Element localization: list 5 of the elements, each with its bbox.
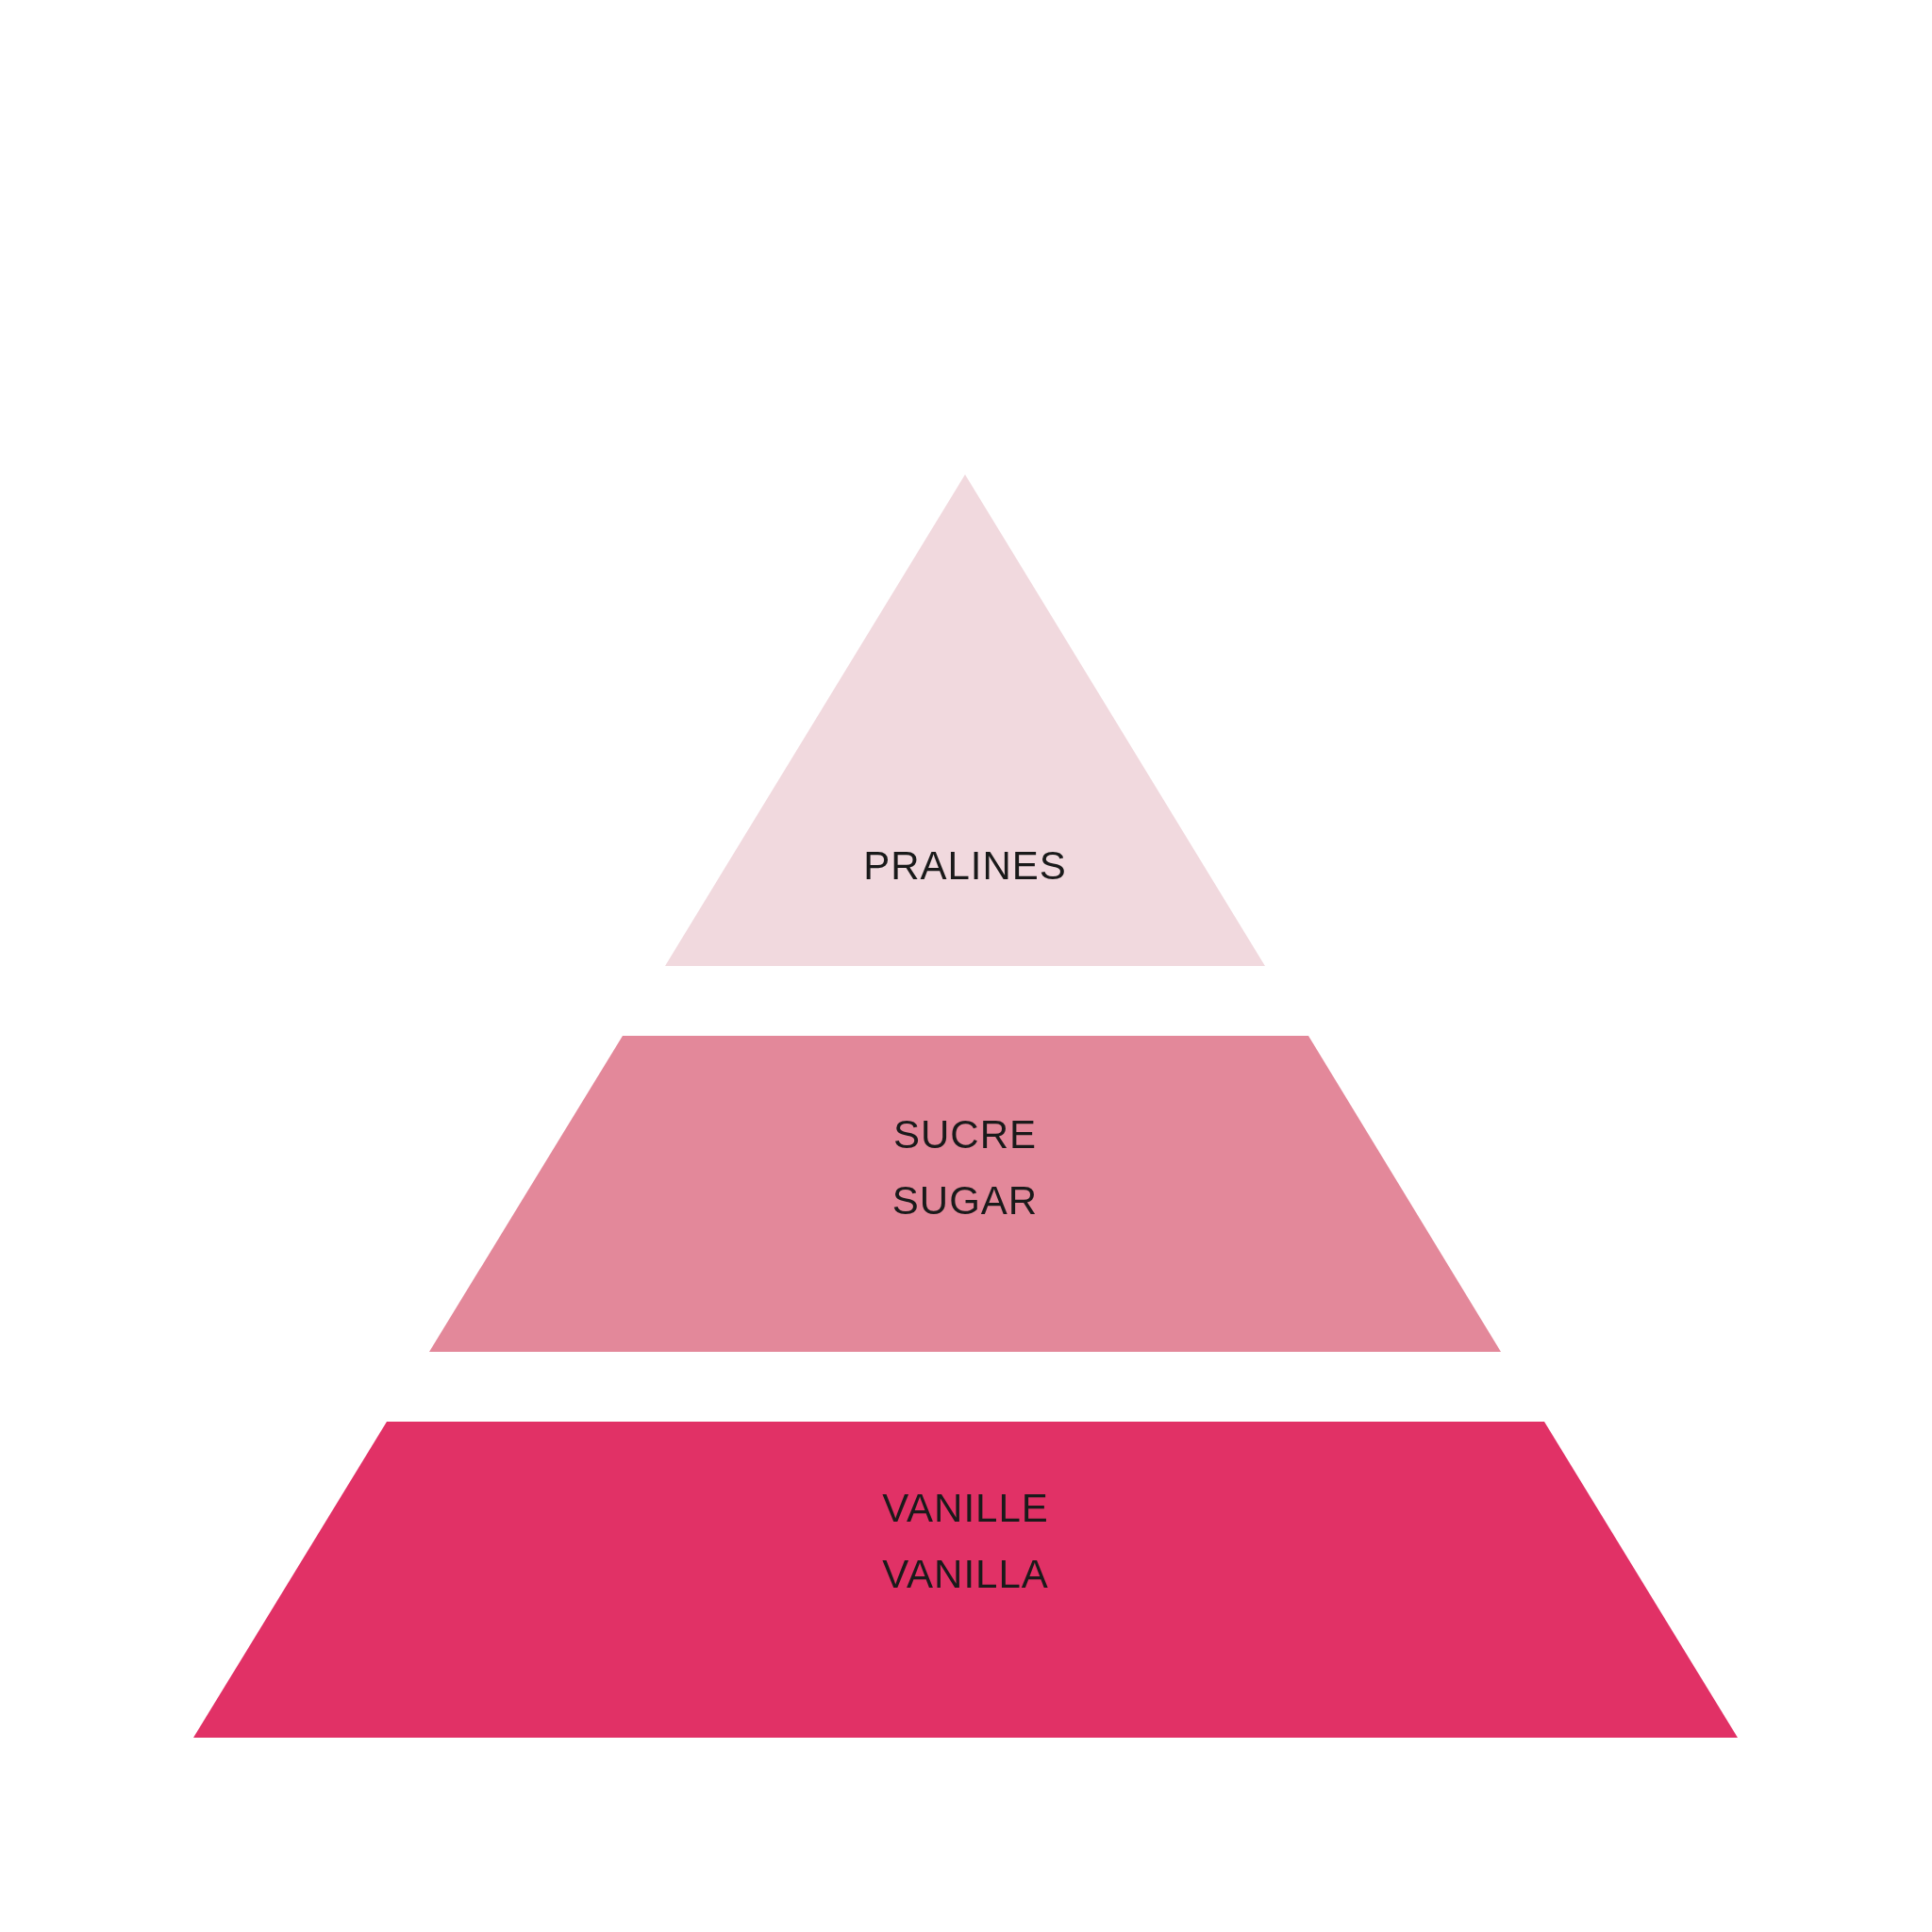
- layer-label: PRALINES: [863, 842, 1067, 890]
- layer-label: SUCRE: [893, 1111, 1037, 1158]
- layer-label: VANILLE: [882, 1485, 1049, 1532]
- layer-label: VANILLA: [882, 1551, 1049, 1598]
- layer-label: SUGAR: [891, 1177, 1039, 1224]
